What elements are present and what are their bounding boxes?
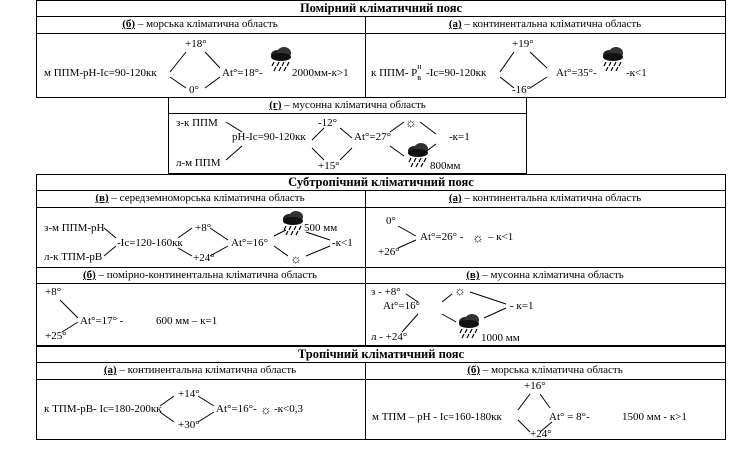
z1g-left-bot: л-м ППМ	[176, 157, 221, 169]
z3b-top: +16°	[524, 380, 546, 392]
z3b-left: м ТПМ – рН - Іс=160-180кк	[372, 411, 502, 423]
z3a-top: +14°	[178, 388, 200, 400]
sun-icon: ☼	[405, 115, 417, 130]
z3b-bottom: +24°	[530, 428, 552, 440]
z2v-at: Аt°=16°	[231, 237, 269, 249]
zone3-table: Тропічний кліматичний пояс	[36, 346, 726, 440]
z1g-left-top: з-к ППМ	[176, 117, 218, 129]
z2b-right: 600 мм – к=1	[156, 315, 218, 327]
zone2-table: Субтропічний кліматичний пояс	[36, 174, 726, 346]
z1g-right: -к=1	[449, 131, 470, 143]
zone3-title: Тропічний кліматичний пояс	[37, 347, 725, 363]
zone3-b-heading: (б) – морська кліматична область	[467, 364, 623, 376]
z1a-right: -к<1	[626, 67, 647, 79]
zone2-v-heading: (в) – середземноморська кліматична облас…	[95, 192, 305, 204]
z3a-bottom: +30°	[178, 419, 200, 431]
zone2-title: Субтропічний кліматичний пояс	[37, 175, 725, 191]
z1g-left-mid: рН-Іс=90-120кк	[232, 131, 306, 143]
z1g-bottom: +15°	[318, 160, 340, 172]
z1b-at: Аt°=18°-	[222, 67, 263, 79]
z2v2-right: - к=1	[510, 300, 534, 312]
z2v2-at: Аt°=16°	[383, 300, 421, 312]
sun-icon: ☼	[260, 402, 272, 417]
z2v-precip: 500 мм	[304, 222, 338, 234]
zone2-v2-heading: (в) – мусонна кліматична область	[466, 269, 624, 281]
rain-cloud-icon	[268, 46, 294, 72]
z2a-bottom: +26°	[378, 246, 400, 258]
sun-icon: ☼	[290, 251, 302, 266]
z1b-left: м ППМ-рН-Іс=90-120кк	[44, 67, 157, 79]
z2a-right: – к<1	[488, 231, 514, 243]
zone1-b-heading: (б) – морська кліматична область	[122, 18, 278, 30]
z2v-right: -к<1	[332, 237, 353, 249]
rain-cloud-icon	[280, 210, 306, 236]
z1b-right: 2000мм-к>1	[292, 67, 349, 79]
z2v-bottom: +24°	[193, 252, 215, 264]
z2b-bottom: +25°	[45, 330, 67, 342]
z1a-top: +19°	[512, 38, 534, 50]
z3b-right: 1500 мм - к>1	[622, 411, 687, 423]
z1b-bottom: 0°	[189, 84, 199, 96]
z1b-top: +18°	[185, 38, 207, 50]
z2v-top: +8°	[195, 222, 212, 234]
z2v-left-bot: л-к ТПМ-рВ	[44, 251, 103, 263]
z2v2-precip: 1000 мм	[481, 332, 520, 344]
z1a-at: Аt°=35°-	[556, 67, 597, 79]
z3a-at: Аt°=16°-	[216, 403, 257, 415]
z1a-bottom: -16°	[512, 84, 532, 96]
z1g-top: -12°	[318, 117, 338, 129]
z2b-top: +8°	[45, 286, 62, 298]
z1g-at: Аt°=27°	[354, 131, 392, 143]
z3a-right: -к<0,3	[274, 403, 303, 415]
rain-cloud-icon	[405, 142, 431, 168]
zone1-a-heading: (а) – континентальна кліматична область	[448, 18, 642, 30]
z3a-left: к ТПМ-рВ- Іс=180-200кк	[44, 403, 162, 415]
z2v-left-mid: -Іс=120-160кк	[117, 237, 183, 249]
zone1-title: Помірний кліматичний пояс	[37, 1, 725, 17]
z2b-at: Аt°=17° -	[80, 315, 124, 327]
z2a-at: Аt°=26° -	[420, 231, 464, 243]
sun-icon: ☼	[454, 283, 466, 298]
z1g-precip: 800мм	[430, 160, 461, 172]
zone2-a-heading: (а) – континентальна кліматична область	[448, 192, 642, 204]
zone1-g-heading: (г) – мусонна кліматична область	[269, 99, 426, 111]
z2v2-top: з - +8°	[371, 286, 401, 298]
z3b-at: Аt° = 8°-	[549, 411, 590, 423]
zone2-b-heading: (б) – помірно-континентальна кліматична …	[82, 269, 318, 281]
zone1-g-table	[168, 97, 527, 174]
zone3-a-heading: (а) – континентальна кліматична область	[103, 364, 297, 376]
rain-cloud-icon	[600, 46, 626, 72]
z2v-left-top: з-м ППМ-рН	[44, 222, 105, 234]
rain-cloud-icon	[456, 313, 482, 339]
z2a-top: 0°	[386, 215, 396, 227]
sun-icon: ☼	[472, 230, 484, 245]
z2v2-bottom: л - +24°	[371, 331, 408, 343]
